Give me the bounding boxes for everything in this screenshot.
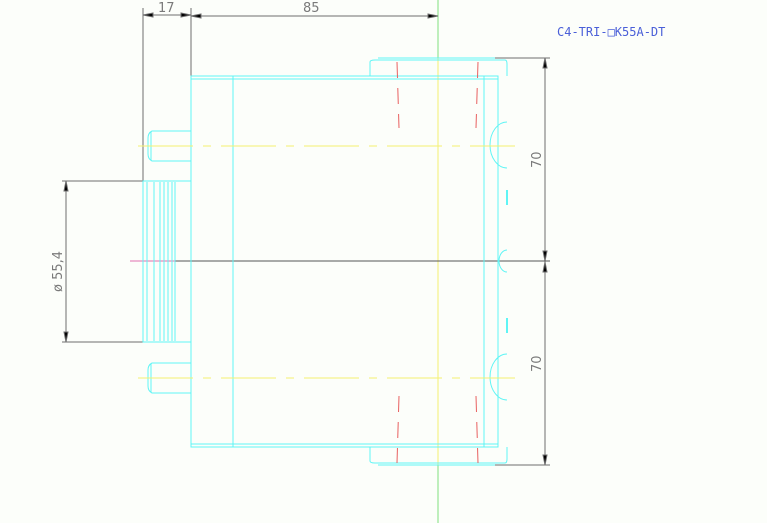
diameter-label: ø 55,4	[51, 251, 66, 292]
hidden-lines	[396, 61, 479, 464]
top-dimension-85	[190, 13, 439, 19]
left-hub	[142, 180, 192, 343]
bottom-flange	[369, 447, 508, 466]
pin-centerlines	[138, 145, 515, 379]
right-side-arcs	[489, 121, 508, 401]
diameter-dimension-lines	[62, 180, 145, 343]
dimension-70-lower-label: 70	[530, 355, 545, 372]
dimension-70-upper-label: 70	[530, 151, 545, 168]
dimension-85-label: 85	[303, 1, 320, 16]
part-code-label: C4-TRI-□K55A-DT	[557, 25, 665, 39]
top-flange	[369, 57, 508, 76]
dimension-17-label: 17	[158, 1, 175, 16]
top-dimension-17	[142, 8, 192, 185]
